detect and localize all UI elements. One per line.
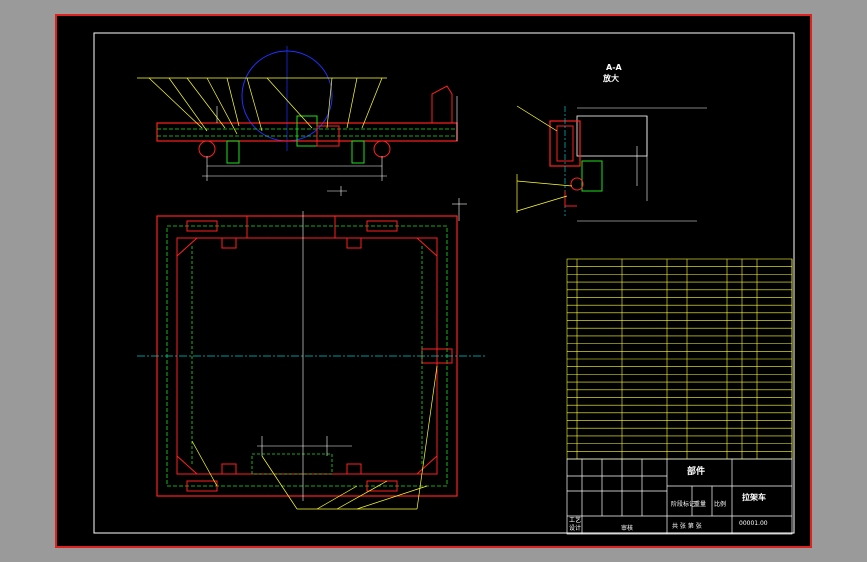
label-design: 设计	[569, 525, 582, 532]
plan-view	[137, 198, 487, 510]
drawing-number: 00001.00	[739, 520, 768, 527]
label-weight: 重量	[694, 501, 707, 508]
section-subtitle: 放大	[603, 74, 619, 83]
label-check: 审核	[621, 525, 634, 532]
title-block	[566, 458, 793, 535]
section-view	[516, 105, 707, 222]
side-beam	[156, 122, 458, 142]
side-view	[137, 46, 458, 196]
unit-name: 拉架车	[742, 493, 766, 502]
section-label: A-A	[606, 63, 622, 72]
label-sheets: 共 张 第 张	[672, 523, 702, 530]
part-name: 部件	[687, 467, 706, 477]
cad-drawing	[93, 32, 795, 535]
label-process: 工艺	[569, 517, 582, 524]
drawing-sheet: A-A 放大 部件 拉架车 00001.00 工艺 设计 审核 阶段标记 重量 …	[55, 14, 812, 548]
label-scale: 比例	[714, 501, 727, 508]
inner-frame	[93, 32, 795, 534]
bill-of-materials	[566, 258, 793, 460]
label-stage: 阶段标记	[671, 501, 696, 508]
